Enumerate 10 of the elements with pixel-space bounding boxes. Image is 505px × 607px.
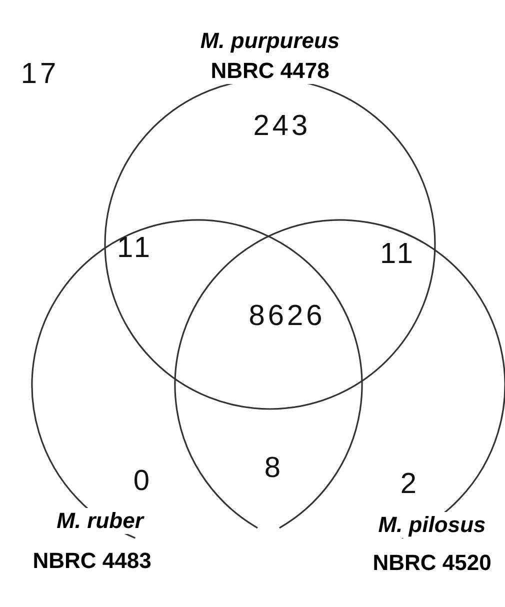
region-count: 8626 bbox=[248, 300, 326, 333]
species-name: M. pilosus bbox=[376, 512, 488, 538]
region-count: 11 bbox=[380, 238, 416, 271]
region-count: 2 bbox=[400, 468, 420, 501]
region-count: 11 bbox=[116, 232, 154, 265]
region-count: 17 bbox=[20, 58, 60, 91]
region-count: 0 bbox=[133, 465, 153, 498]
region-count: 8 bbox=[264, 452, 284, 485]
species-name: M. ruber bbox=[54, 508, 146, 534]
region-count: 243 bbox=[253, 110, 311, 143]
